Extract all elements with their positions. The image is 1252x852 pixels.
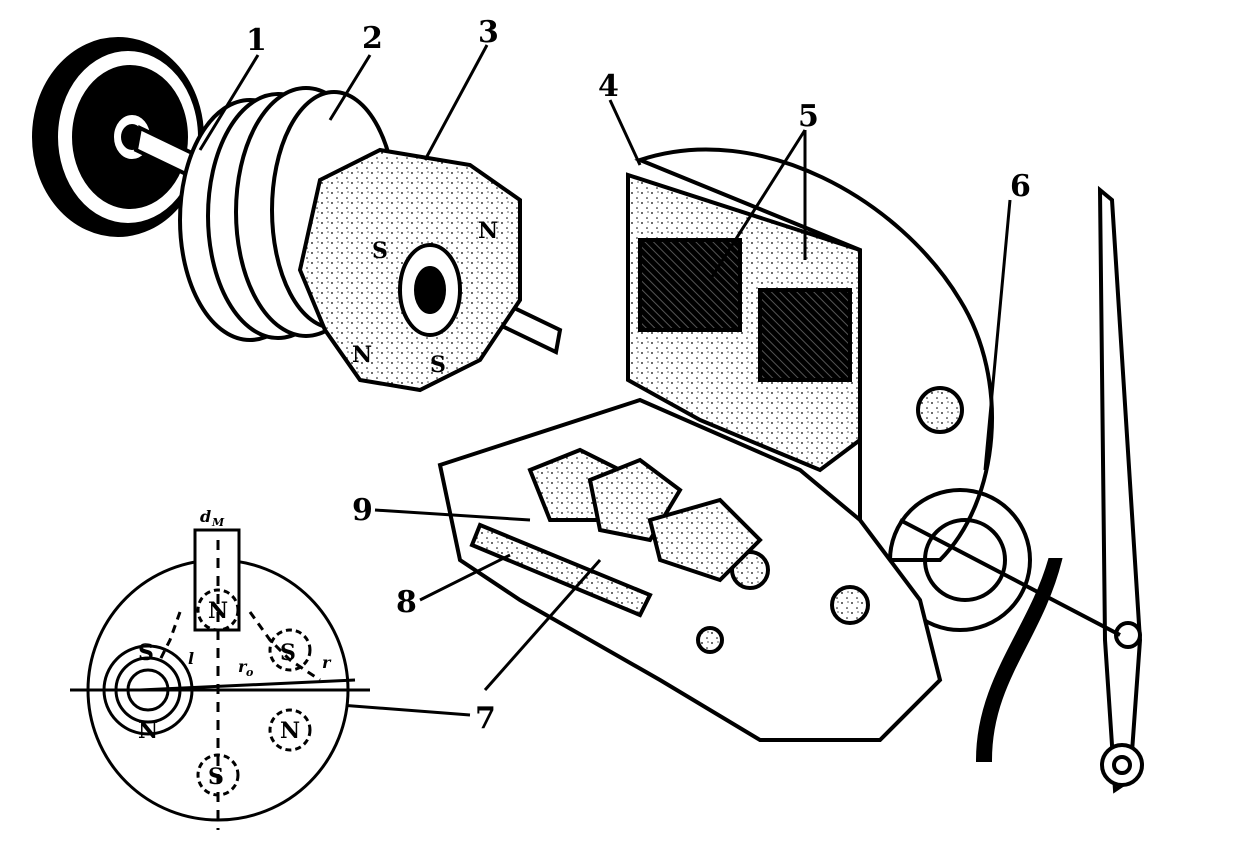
symbol-l: l — [188, 649, 194, 668]
callout-4: 4 — [598, 69, 619, 104]
callout-8: 8 — [396, 585, 417, 620]
pointer-needle — [899, 185, 1144, 794]
inset-pole-s-left: S — [138, 640, 154, 666]
callout-1: 1 — [246, 23, 267, 58]
cross-section-inset — [70, 528, 370, 830]
callout-5: 5 — [798, 99, 819, 134]
callout-2: 2 — [362, 21, 383, 56]
symbol-d-m-sub: M — [211, 516, 225, 529]
callout-3: 3 — [478, 15, 499, 50]
symbol-d-m: d — [200, 507, 211, 526]
flywheel-disk — [32, 37, 204, 237]
rod — [469, 522, 653, 618]
inset-pole-n-right: N — [280, 718, 300, 744]
pole-letter-n-bottom: N — [352, 342, 372, 368]
inset-pole-s-right: S — [280, 640, 296, 666]
callout-9: 9 — [352, 493, 373, 528]
rear-plate — [634, 147, 1032, 632]
pole-letter-s-top: S — [372, 238, 388, 264]
magnet-rotor — [297, 147, 522, 393]
inset-pole-s-bottom: S — [208, 764, 224, 790]
symbol-r: r — [322, 653, 332, 672]
leader-lines — [198, 44, 1012, 717]
pole-letter-n-top: N — [478, 218, 498, 244]
frame — [626, 172, 862, 473]
inset-pole-n-top: N — [208, 598, 228, 624]
symbol-r-o: r — [238, 657, 248, 676]
callout-6: 6 — [1010, 169, 1031, 204]
inset-pole-n-left: N — [138, 718, 158, 744]
callout-7: 7 — [475, 701, 496, 736]
base-plate — [437, 397, 943, 742]
pole-letter-s-bottom: S — [430, 352, 446, 378]
symbol-r-o-sub: o — [246, 666, 253, 679]
